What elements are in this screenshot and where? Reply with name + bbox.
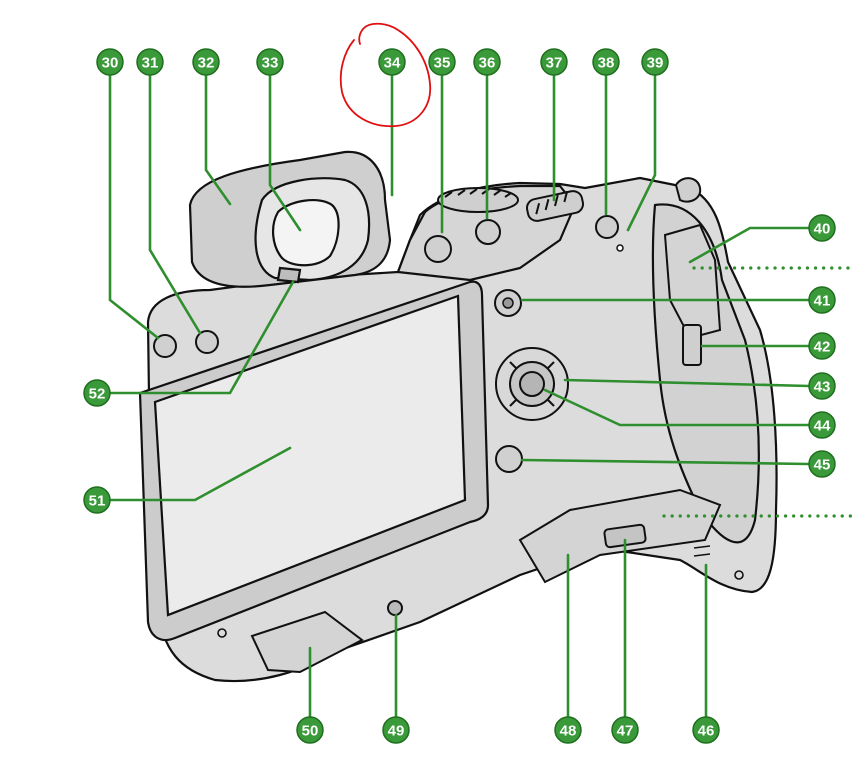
svg-text:43: 43 <box>814 379 831 396</box>
button-30 <box>153 334 177 358</box>
svg-text:44: 44 <box>814 418 831 435</box>
svg-text:49: 49 <box>388 723 405 740</box>
callout-49: 49 <box>382 716 410 744</box>
dotted-guides <box>662 266 854 518</box>
callout-38: 38 <box>592 48 620 76</box>
callout-51: 51 <box>83 486 111 514</box>
leader-52 <box>108 280 295 395</box>
svg-text:33: 33 <box>262 55 279 72</box>
leader-45 <box>520 458 811 466</box>
svg-text:30: 30 <box>102 55 119 72</box>
callout-39: 39 <box>641 48 669 76</box>
callout-31: 31 <box>136 48 164 76</box>
red-annotation-circle <box>339 22 431 128</box>
button-36 <box>475 219 501 245</box>
viewfinder-assembly <box>188 150 392 288</box>
callout-35: 35 <box>428 48 456 76</box>
indicator-lamp <box>616 244 624 252</box>
callout-badges: 30 31 32 33 34 35 36 37 38 39 40 41 42 4… <box>83 48 836 744</box>
button-38 <box>595 215 619 239</box>
small-screw <box>734 570 744 580</box>
speaker-holes <box>693 545 711 557</box>
svg-text:39: 39 <box>647 55 664 72</box>
svg-text:42: 42 <box>814 339 831 356</box>
button-45 <box>495 445 523 473</box>
button-35 <box>424 235 452 263</box>
leader-33 <box>268 73 302 232</box>
small-screw-left <box>217 628 227 638</box>
leader-43 <box>563 378 811 388</box>
leader-39 <box>626 73 657 232</box>
svg-text:48: 48 <box>560 723 577 740</box>
svg-text:31: 31 <box>142 55 159 72</box>
svg-text:45: 45 <box>814 457 831 474</box>
svg-text:51: 51 <box>89 493 106 510</box>
focus-lever <box>502 297 514 309</box>
leader-lines <box>108 73 811 718</box>
buttons <box>153 215 619 473</box>
callout-50: 50 <box>296 716 324 744</box>
svg-text:52: 52 <box>89 386 106 403</box>
button-31 <box>195 330 219 354</box>
rear-command-dial <box>437 187 519 213</box>
svg-text:47: 47 <box>617 723 634 740</box>
svg-text:34: 34 <box>384 55 401 72</box>
callout-40: 40 <box>808 214 836 242</box>
callout-44: 44 <box>808 411 836 439</box>
leader-30 <box>108 73 160 340</box>
leader-44 <box>543 388 811 427</box>
callout-37: 37 <box>540 48 568 76</box>
tripod-socket <box>387 600 403 616</box>
callout-47: 47 <box>611 716 639 744</box>
selector-pad <box>495 347 569 421</box>
lcd-screen <box>153 294 467 617</box>
strap-eyelet <box>674 177 702 203</box>
callout-43: 43 <box>808 372 836 400</box>
callout-52: 52 <box>83 379 111 407</box>
callout-36: 36 <box>473 48 501 76</box>
callout-46: 46 <box>692 716 720 744</box>
callout-41: 41 <box>808 286 836 314</box>
eyepiece-window <box>272 198 340 267</box>
svg-text:36: 36 <box>479 55 496 72</box>
bottom-cover <box>250 610 364 674</box>
callout-34: 34 <box>378 48 406 76</box>
svg-text:40: 40 <box>814 221 831 238</box>
callout-32: 32 <box>192 48 220 76</box>
callout-33: 33 <box>256 48 284 76</box>
svg-text:41: 41 <box>814 293 831 310</box>
svg-text:46: 46 <box>698 723 715 740</box>
callout-30: 30 <box>96 48 124 76</box>
leader-40 <box>688 226 811 264</box>
svg-text:37: 37 <box>546 55 563 72</box>
leader-51 <box>108 446 292 502</box>
eye-sensor <box>276 266 302 284</box>
leader-32 <box>204 73 232 206</box>
svg-text:32: 32 <box>198 55 215 72</box>
callout-48: 48 <box>554 716 582 744</box>
svg-text:35: 35 <box>434 55 451 72</box>
leader-31 <box>148 73 202 335</box>
remote-port <box>682 324 702 366</box>
svg-text:50: 50 <box>302 723 319 740</box>
svg-text:38: 38 <box>598 55 615 72</box>
lcd-monitor-assembly <box>138 280 490 642</box>
callout-45: 45 <box>808 450 836 478</box>
callout-42: 42 <box>808 332 836 360</box>
